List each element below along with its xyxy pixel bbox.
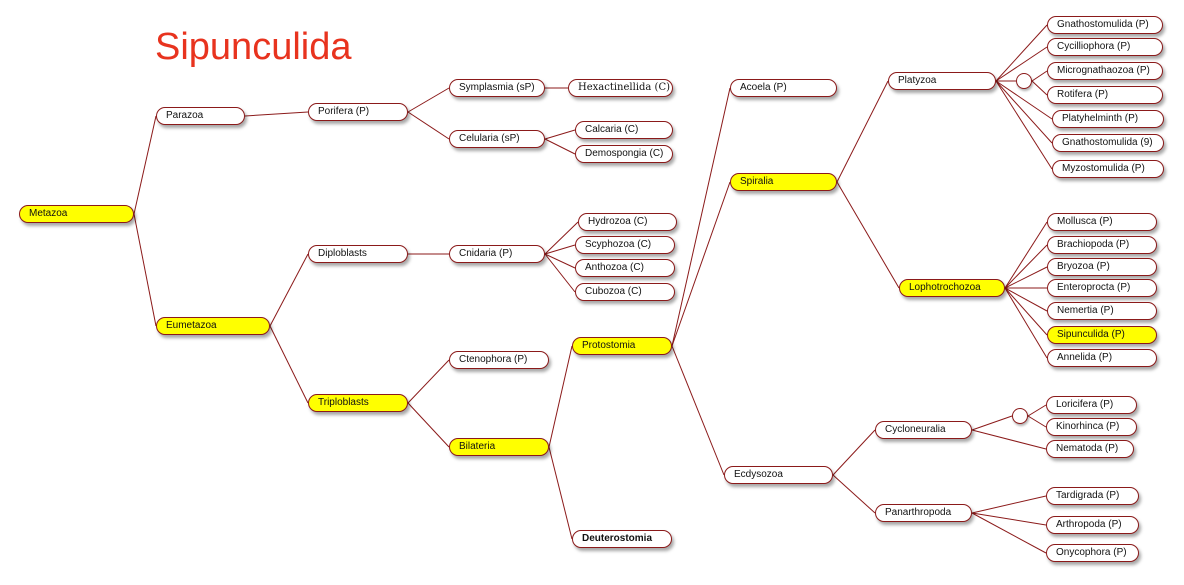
node-metazoa[interactable]: Metazoa	[19, 205, 134, 223]
node-loricifera[interactable]: Loricifera (P)	[1046, 396, 1137, 414]
edge-cnidaria-hydrozoa	[544, 221, 579, 255]
edge-protostomia-spiralia	[671, 181, 731, 347]
node-unnamed-circle	[1012, 408, 1028, 424]
node-unnamed-circle	[1016, 73, 1032, 89]
node-micrognathozoa[interactable]: Micrognathaozoa (P)	[1047, 62, 1163, 80]
node-myzostomulida[interactable]: Myzostomulida (P)	[1052, 160, 1164, 178]
edge-platyzoa-gnathostomulida_p	[995, 24, 1048, 82]
node-platyzoa[interactable]: Platyzoa	[888, 72, 996, 90]
edge-panarthropoda-tardigrada	[971, 495, 1047, 514]
edge-cnidaria-cubozoa	[544, 253, 576, 293]
node-cnidaria[interactable]: Cnidaria (P)	[449, 245, 545, 263]
node-bryozoa[interactable]: Bryozoa (P)	[1047, 258, 1157, 276]
edge-circle1-micrognathozoa	[1031, 70, 1048, 82]
edge-lophotrochozoa-nemertia	[1004, 287, 1048, 312]
edge-platyzoa-myzostomulida	[995, 80, 1053, 170]
edge-cnidaria-scyphozoa	[544, 244, 576, 255]
node-nemertia[interactable]: Nemertia (P)	[1047, 302, 1157, 320]
node-mollusca[interactable]: Mollusca (P)	[1047, 213, 1157, 231]
node-nematoda[interactable]: Nematoda (P)	[1046, 440, 1134, 458]
node-platyhelminth[interactable]: Platyhelminth (P)	[1052, 110, 1164, 128]
node-acoela[interactable]: Acoela (P)	[730, 79, 837, 97]
node-hexactinellida[interactable]: Hexactinellida (C)	[568, 79, 673, 97]
edge-lophotrochozoa-annelida	[1004, 287, 1048, 359]
node-rotifera[interactable]: Rotifera (P)	[1047, 86, 1163, 104]
node-kinorhinca[interactable]: Kinorhinca (P)	[1046, 418, 1137, 436]
node-enteroprocta[interactable]: Enteroprocta (P)	[1047, 279, 1157, 297]
edge-lophotrochozoa-brachiopoda	[1004, 244, 1048, 289]
edge-eumetazoa-triploblasts	[269, 325, 309, 404]
node-diploblasts[interactable]: Diploblasts	[308, 245, 408, 263]
node-celularia[interactable]: Celularia (sP)	[449, 130, 545, 148]
node-gnathostomulida-p[interactable]: Gnathostomulida (P)	[1047, 16, 1163, 34]
node-sipunculida[interactable]: Sipunculida (P)	[1047, 326, 1157, 344]
node-symplasmia[interactable]: Symplasmia (sP)	[449, 79, 545, 97]
node-cycliophora[interactable]: Cycilliophora (P)	[1047, 38, 1163, 56]
node-tardigrada[interactable]: Tardigrada (P)	[1046, 487, 1139, 505]
edge-circle1-rotifera	[1031, 80, 1048, 96]
edge-triploblasts-ctenophora	[407, 359, 450, 404]
edge-lophotrochozoa-sipunculida	[1004, 287, 1048, 336]
node-demospongia[interactable]: Demospongia (C)	[575, 145, 673, 163]
node-cubozoa[interactable]: Cubozoa (C)	[575, 283, 675, 301]
edge-panarthropoda-onycophora	[971, 512, 1047, 554]
edge-eumetazoa-diploblasts	[269, 253, 309, 327]
edge-cycloneuralia-circle2	[971, 415, 1013, 431]
node-eumetazoa[interactable]: Eumetazoa	[156, 317, 270, 335]
edge-platyzoa-cycliophora	[995, 46, 1048, 82]
node-onycophora[interactable]: Onycophora (P)	[1046, 544, 1139, 562]
node-arthropoda[interactable]: Arthropoda (P)	[1046, 516, 1139, 534]
edge-celularia-calcaria	[544, 129, 576, 140]
edge-cycloneuralia-nematoda	[971, 429, 1047, 450]
edge-platyzoa-platyhelminth	[995, 80, 1053, 120]
edge-metazoa-parazoa	[133, 115, 157, 215]
edge-triploblasts-bilateria	[407, 402, 450, 448]
node-porifera[interactable]: Porifera (P)	[308, 103, 408, 121]
node-ctenophora[interactable]: Ctenophora (P)	[449, 351, 549, 369]
node-triploblasts[interactable]: Triploblasts	[308, 394, 408, 412]
edge-ecdysozoa-cycloneuralia	[832, 429, 876, 476]
edge-metazoa-eumetazoa	[133, 213, 157, 327]
node-gnathostomulida-9[interactable]: Gnathostomulida (9)	[1052, 134, 1164, 152]
edge-protostomia-acoela	[671, 87, 731, 347]
node-spiralia[interactable]: Spiralia	[730, 173, 837, 191]
edge-spiralia-platyzoa	[836, 80, 889, 183]
edge-lophotrochozoa-bryozoa	[1004, 266, 1048, 289]
edge-panarthropoda-arthropoda	[971, 512, 1047, 526]
page-title: Sipunculida	[155, 26, 352, 68]
node-cycloneuralia[interactable]: Cycloneuralia	[875, 421, 972, 439]
edge-spiralia-lophotrochozoa	[836, 181, 900, 289]
edge-celularia-demospongia	[544, 138, 576, 155]
node-ecdysozoa[interactable]: Ecdysozoa	[724, 466, 833, 484]
node-lophotrochozoa[interactable]: Lophotrochozoa	[899, 279, 1005, 297]
node-panarthropoda[interactable]: Panarthropoda	[875, 504, 972, 522]
node-annelida[interactable]: Annelida (P)	[1047, 349, 1157, 367]
edge-bilateria-protostomia	[548, 345, 573, 448]
edge-porifera-celularia	[407, 111, 450, 140]
edge-platyzoa-gnathostomulida_9	[995, 80, 1053, 144]
edge-bilateria-deuterostomia	[548, 446, 573, 540]
edge-parazoa-porifera	[244, 111, 309, 117]
edge-ecdysozoa-panarthropoda	[832, 474, 876, 514]
node-scyphozoa[interactable]: Scyphozoa (C)	[575, 236, 675, 254]
edge-circle2-kinorhinca	[1027, 415, 1047, 428]
node-protostomia[interactable]: Protostomia	[572, 337, 672, 355]
node-calcaria[interactable]: Calcaria (C)	[575, 121, 673, 139]
edge-cnidaria-anthozoa	[544, 253, 576, 269]
node-deuterostomia[interactable]: Deuterostomia	[572, 530, 672, 548]
node-hydrozoa[interactable]: Hydrozoa (C)	[578, 213, 677, 231]
node-bilateria[interactable]: Bilateria	[449, 438, 549, 456]
node-parazoa[interactable]: Parazoa	[156, 107, 245, 125]
node-brachiopoda[interactable]: Brachiopoda (P)	[1047, 236, 1157, 254]
edge-lophotrochozoa-mollusca	[1004, 221, 1048, 289]
node-anthozoa[interactable]: Anthozoa (C)	[575, 259, 675, 277]
edge-protostomia-ecdysozoa	[671, 345, 725, 476]
edge-circle2-loricifera	[1027, 404, 1047, 417]
edge-porifera-symplasmia	[407, 87, 450, 113]
